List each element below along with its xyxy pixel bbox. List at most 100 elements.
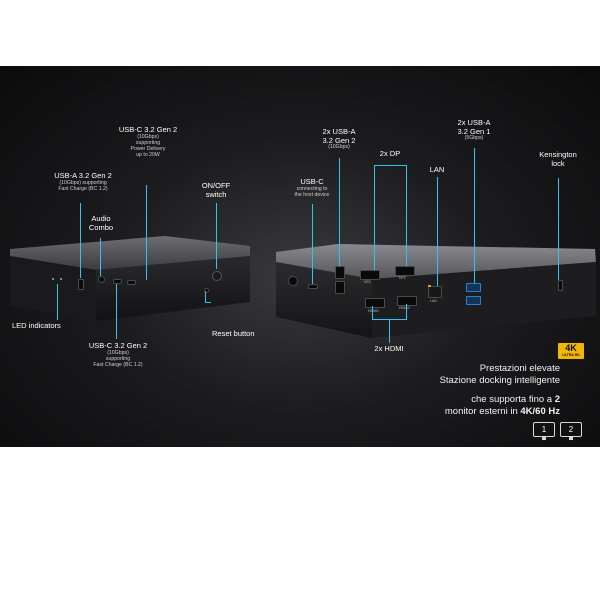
label-usba-gen1-title: 2x USB-A <box>457 118 491 127</box>
hero-line4-text: monitor esterni in <box>444 406 521 418</box>
line-usbc-bottom <box>116 284 117 339</box>
dp-port-2 <box>395 266 415 276</box>
front-usb-c-port-1 <box>113 279 122 284</box>
monitor-1-icon: 1 <box>533 422 555 440</box>
label-usbc-bottom: USB-C 3.2 Gen 2 (10Gbps) supporting Fast… <box>68 341 168 369</box>
lan-port-label: LAN <box>430 299 437 303</box>
led-indicator-2 <box>60 278 62 280</box>
label-hdmi: 2x HDMI <box>374 344 404 353</box>
line-kensington <box>558 178 559 280</box>
line-hdmi-right <box>406 304 407 320</box>
label-usbc-top-sub1: (10Gbps) <box>137 133 159 140</box>
hero-line3-text: che supporta fino a <box>471 393 555 405</box>
label-usbc-bottom-sub3: Fast Charge (BC 1.2) <box>93 361 143 368</box>
label-usba-left: USB-A 3.2 Gen 2 (10Gbps) supporting Fast… <box>33 171 133 193</box>
hero-text: Prestazioni elevate Stazione docking int… <box>310 363 560 418</box>
label-usba-left-title: USB-A 3.2 Gen 2 <box>54 171 112 180</box>
line-reset-v <box>205 291 206 303</box>
label-usbc-host: USB-C connecting to the host device <box>282 177 342 199</box>
label-led: LED indicators <box>12 321 61 330</box>
reset-button[interactable] <box>204 288 209 293</box>
label-usba-gen2-title: 2x USB-A <box>322 127 356 136</box>
line-usbc-top <box>146 185 147 280</box>
front-usb-c-port-2 <box>127 280 136 285</box>
hero-line2: Stazione docking intelligente <box>439 375 560 387</box>
label-audio-title2: Combo <box>88 222 114 232</box>
label-usbc-bottom-sub1: (10Gbps) <box>107 349 129 356</box>
front-usb-a-port <box>78 279 84 290</box>
hero-line4: monitor esterni in 4K/60 Hz <box>310 406 560 418</box>
lan-port <box>428 286 442 298</box>
label-usba-left-sub2: Fast Charge (BC 1.2) <box>58 185 108 192</box>
line-usba-gen2 <box>339 158 340 266</box>
label-reset: Reset button <box>212 329 255 338</box>
line-reset-h <box>205 302 211 303</box>
power-button[interactable] <box>212 271 222 281</box>
label-usbc-host-sub2: the host device <box>294 191 330 198</box>
hero-line1: Prestazioni elevate <box>479 363 560 374</box>
label-dp: 2x DP <box>379 149 401 158</box>
hero-line3-bold: 2 <box>554 393 560 405</box>
line-dp-right <box>406 165 407 266</box>
product-panel: DP1 DP2 HDMI1 HDMI2 LAN USB-C 3.2 Gen 2 … <box>0 66 600 447</box>
dock-front-device <box>10 236 596 338</box>
label-usba-gen2-title2: 3.2 Gen 2 <box>322 135 356 145</box>
monitor-2-icon: 2 <box>560 422 582 440</box>
label-onoff: ON/OFF switch <box>192 181 240 199</box>
label-usba-gen1-sub1: (5Gbps) <box>464 135 484 142</box>
label-usbc-host-sub1: connecting to <box>296 185 328 192</box>
hdmi-port-2 <box>397 296 417 306</box>
usb-a-gen2-port-1 <box>335 266 345 279</box>
label-lan: LAN <box>429 165 445 174</box>
usb-a-gen2-port-2 <box>335 281 345 294</box>
hero-line4-bold: 4K/60 Hz <box>520 406 560 418</box>
label-audio-title: Audio <box>91 214 111 223</box>
line-hdmi-down <box>389 319 390 343</box>
label-usbc-top-sub4: up to 20W <box>136 151 160 158</box>
label-usbc-top-title: USB-C 3.2 Gen 2 <box>118 125 178 134</box>
label-usbc-host-title: USB-C <box>300 177 324 186</box>
dp-port-1 <box>360 270 380 280</box>
line-hdmi-left <box>372 306 373 320</box>
label-usba-left-sub1: (10Gbps) supporting <box>59 179 107 186</box>
hero-line3: che supporta fino a 2 <box>310 394 560 406</box>
label-usbc-top: USB-C 3.2 Gen 2 (10Gbps) supporting Powe… <box>98 125 198 159</box>
dc-in-port <box>288 276 298 286</box>
label-usba-gen2: 2x USB-A 3.2 Gen 2 (10Gbps) <box>314 127 364 151</box>
line-dp-left <box>374 165 375 270</box>
4k-badge-sub: ULTRA HD <box>562 353 580 357</box>
monitor-1-label: 1 <box>541 425 547 434</box>
kensington-slot <box>558 280 563 291</box>
label-usba-gen1: 2x USB-A 3.2 Gen 1 (5Gbps) <box>449 118 499 142</box>
line-dp-h <box>374 165 407 166</box>
label-onoff-title: ON/OFF <box>201 181 231 190</box>
label-kensington: Kensington lock <box>530 150 586 168</box>
label-usbc-top-sub2: supporting <box>135 139 161 146</box>
label-usba-gen2-sub1: (10Gbps) <box>328 144 350 151</box>
4k-badge-main: 4K <box>565 343 577 353</box>
led-indicator-1 <box>52 278 54 280</box>
monitor-2-label: 2 <box>568 425 574 434</box>
usb-a-gen1-port-1 <box>466 283 481 292</box>
line-audio <box>100 238 101 276</box>
usb-a-gen1-port-2 <box>466 296 481 305</box>
line-usbc-host <box>312 204 313 284</box>
line-usba-gen1 <box>474 148 475 283</box>
label-usba-gen1-title2: 3.2 Gen 1 <box>457 126 491 136</box>
line-onoff <box>216 203 217 269</box>
label-kensington-title: Kensington <box>539 150 577 159</box>
hdmi-port-1 <box>365 298 385 308</box>
dp1-label: DP1 <box>364 280 371 284</box>
hdmi2-label: HDMI2 <box>399 306 410 310</box>
4k-badge: 4K ULTRA HD <box>558 343 584 359</box>
label-usbc-bottom-sub2: supporting <box>105 355 131 362</box>
lan-led <box>428 285 431 287</box>
line-usba-left <box>80 203 81 278</box>
label-usbc-bottom-title: USB-C 3.2 Gen 2 <box>88 341 148 350</box>
hdmi1-label: HDMI1 <box>368 309 379 313</box>
dp2-label: DP2 <box>399 276 406 280</box>
label-audio: Audio Combo <box>78 214 124 232</box>
line-led <box>57 284 58 320</box>
audio-jack <box>98 276 105 283</box>
line-lan <box>437 177 438 286</box>
